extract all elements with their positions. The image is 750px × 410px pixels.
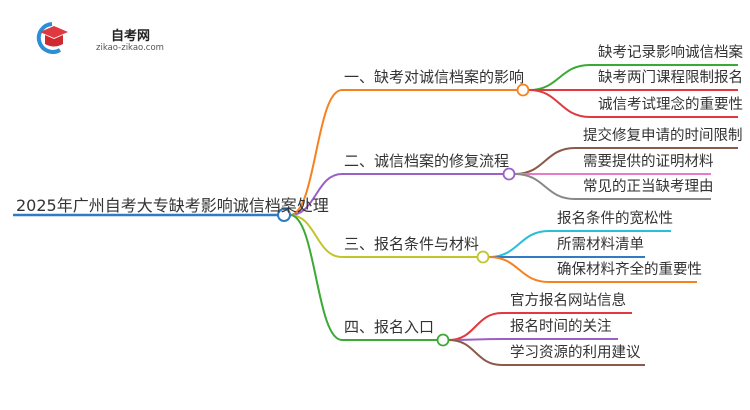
branch-node[interactable]: 四、报名入口 <box>344 318 435 336</box>
leaf-connector <box>514 147 576 175</box>
logo-title: 自考网 <box>111 29 151 44</box>
branch-node[interactable]: 一、缺考对诚信档案的影响 <box>344 68 525 86</box>
leaf-connector <box>448 338 503 341</box>
leaf-connector <box>488 230 550 258</box>
leaf-connector <box>528 64 591 91</box>
leaf-node[interactable]: 提交修复申请的时间限制 <box>583 128 743 144</box>
leaf-node[interactable]: 报名条件的宽松性 <box>557 211 673 227</box>
branch-collapse-toggle <box>516 83 530 97</box>
logo: 自考网 zikao-zikao.com <box>30 20 170 54</box>
leaf-node[interactable]: 需要提供的证明材料 <box>583 154 714 170</box>
leaf-node[interactable]: 所需材料清单 <box>557 237 644 253</box>
leaf-connector <box>448 312 503 341</box>
leaf-connector <box>528 89 591 118</box>
leaf-node[interactable]: 诚信考试理念的重要性 <box>598 97 743 113</box>
root-collapse-toggle <box>277 208 291 222</box>
leaf-node[interactable]: 确保材料齐全的重要性 <box>557 262 702 278</box>
leaf-node[interactable]: 报名时间的关注 <box>510 319 612 335</box>
branch-connector <box>289 173 343 216</box>
branch-node[interactable]: 二、诚信档案的修复流程 <box>344 152 510 170</box>
leaf-node[interactable]: 官方报名网站信息 <box>510 293 626 309</box>
leaf-node[interactable]: 缺考两门课程限制报名 <box>598 70 743 86</box>
leaf-connector <box>448 339 503 366</box>
root-node[interactable]: 2025年广州自考大专缺考影响诚信档案处理 <box>16 196 329 215</box>
branch-connector <box>289 214 343 341</box>
leaf-node[interactable]: 常见的正当缺考理由 <box>583 179 714 195</box>
branch-node[interactable]: 三、报名条件与材料 <box>344 235 480 253</box>
branch-collapse-toggle <box>502 167 516 181</box>
leaf-connector <box>488 256 550 283</box>
leaf-node[interactable]: 缺考记录影响诚信档案 <box>598 45 743 61</box>
leaf-connector <box>514 173 576 200</box>
branch-collapse-toggle <box>436 333 450 347</box>
branch-connector <box>289 214 343 258</box>
logo-url: zikao-zikao.com <box>96 43 164 53</box>
graduation-cap-logo-icon <box>36 22 68 54</box>
branch-connector <box>289 89 343 216</box>
branch-collapse-toggle <box>476 250 490 264</box>
leaf-node[interactable]: 学习资源的利用建议 <box>510 345 641 361</box>
